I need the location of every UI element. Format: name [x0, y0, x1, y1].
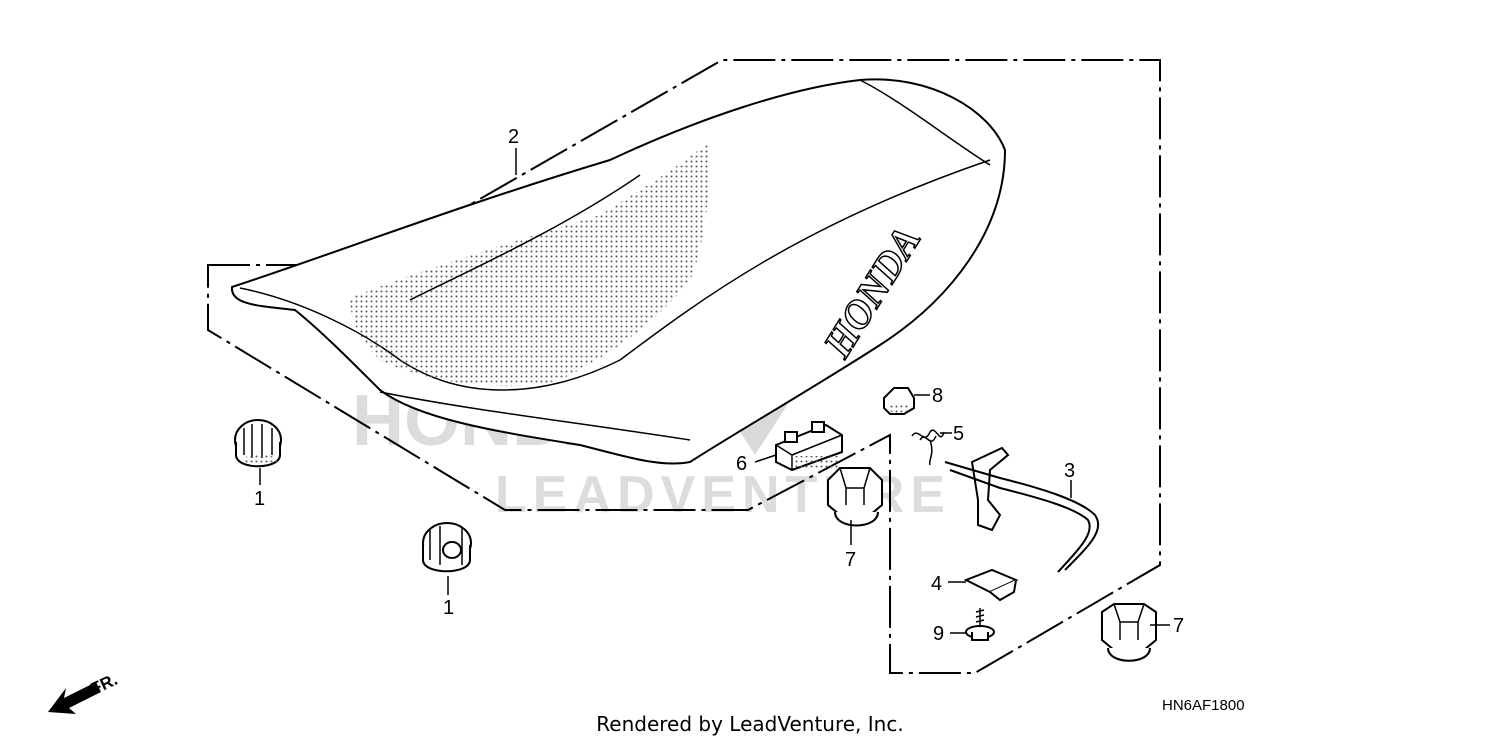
callout-9: 9 — [933, 623, 944, 645]
bolt-9 — [965, 608, 995, 641]
nut-8 — [883, 387, 915, 415]
callout-1a: 1 — [254, 488, 265, 510]
callout-8: 8 — [932, 385, 943, 407]
callout-7a: 7 — [845, 549, 856, 571]
seat-lock-3 — [944, 446, 1100, 573]
seat-assembly-boundary — [207, 59, 1161, 674]
footer-credit: Rendered by LeadVenture, Inc. — [596, 712, 904, 736]
rubber-6 — [775, 421, 843, 472]
leader-6 — [754, 454, 777, 463]
grommet-7a — [827, 467, 883, 527]
callout-3: 3 — [1064, 460, 1075, 482]
diagram-code: HN6AF1800 — [1162, 697, 1245, 714]
callout-4: 4 — [931, 573, 942, 595]
seat: HONDA — [230, 78, 1007, 465]
front-direction-arrow: FR. — [48, 670, 121, 714]
callout-5: 5 — [953, 423, 964, 445]
callout-7b: 7 — [1173, 615, 1184, 637]
callout-6: 6 — [736, 453, 747, 475]
clip-4 — [963, 568, 1019, 602]
grommet-7b — [1101, 603, 1157, 662]
spring-5 — [911, 429, 945, 466]
collar-1b — [422, 522, 472, 573]
callout-2: 2 — [508, 126, 519, 148]
collar-1a — [234, 419, 282, 468]
callout-1b: 1 — [443, 597, 454, 619]
